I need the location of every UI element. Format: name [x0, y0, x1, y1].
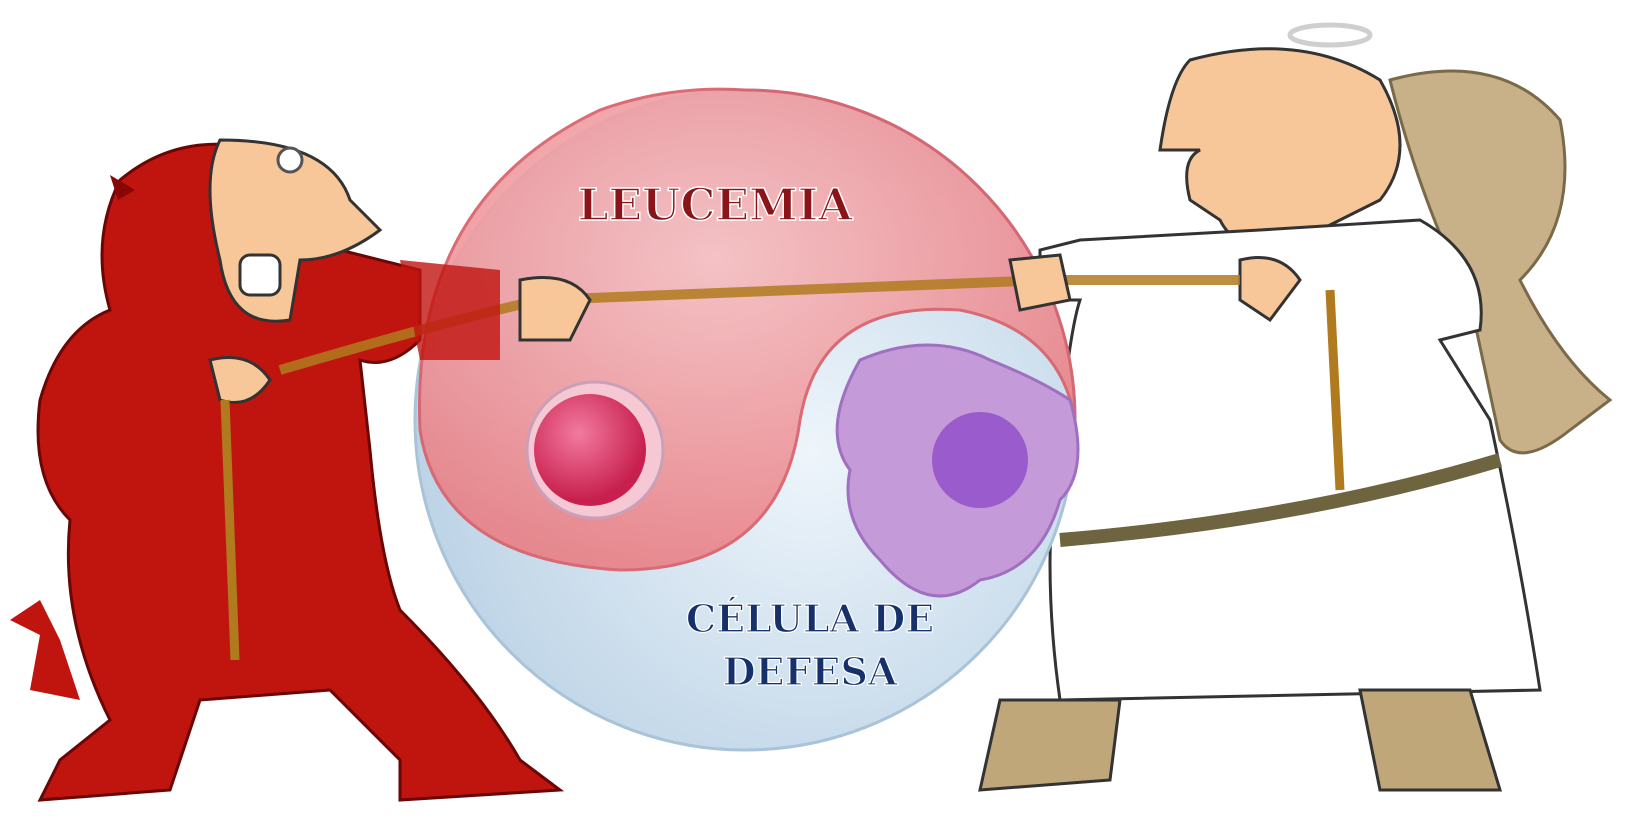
devil-hand — [518, 276, 592, 342]
yin-yang-circle — [413, 87, 1080, 752]
angel-face — [1158, 47, 1402, 249]
devil-tail — [10, 600, 80, 700]
halo — [1287, 22, 1373, 48]
angel-hand — [1008, 253, 1072, 312]
angel-belt — [1059, 453, 1503, 547]
devil-arm — [400, 260, 500, 360]
angel-character — [978, 22, 1613, 792]
angel-boot — [978, 698, 1122, 792]
angel-boot — [1358, 688, 1503, 792]
devil-character — [10, 138, 565, 802]
defense-cell-label-line1: CÉLULA DE — [686, 596, 934, 641]
leukemia-nucleus — [534, 394, 646, 506]
defense-nucleus — [932, 412, 1028, 508]
leukemia-label: LEUCEMIA — [578, 180, 854, 231]
defense-cell-label-line2: DEFESA — [723, 649, 898, 694]
